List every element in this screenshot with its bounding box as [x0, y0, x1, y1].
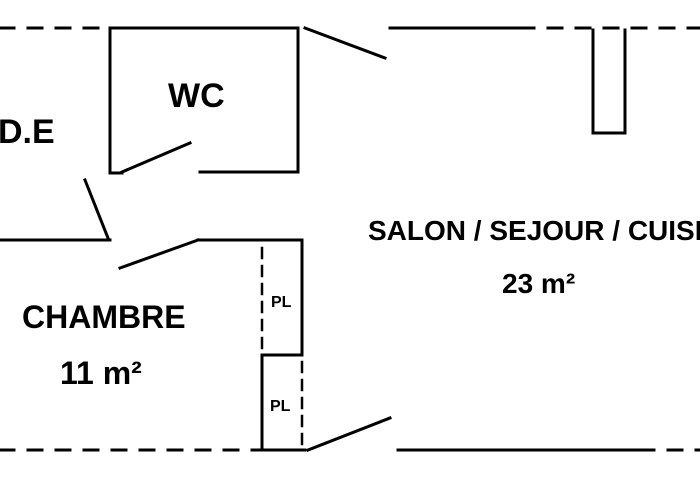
de-door [83, 178, 110, 240]
walls [0, 26, 700, 452]
entrance-door [303, 26, 387, 60]
column [591, 28, 627, 135]
room-label-salon: SALON / SEJOUR / CUISINE [368, 215, 700, 246]
room-label-placard-bottom: PL [270, 398, 291, 415]
chambre-door [118, 238, 200, 270]
room-label-chambre: CHAMBRE [22, 299, 186, 335]
room-area-chambre: 11 m² [60, 355, 142, 391]
room-area-salon: 23 m² [502, 268, 575, 299]
room-label-wc: WC [168, 77, 225, 115]
room-label-placard-top: PL [271, 294, 292, 311]
wc-door [120, 141, 192, 174]
room-label-de: D.E [0, 113, 55, 151]
salon-door [306, 416, 392, 452]
